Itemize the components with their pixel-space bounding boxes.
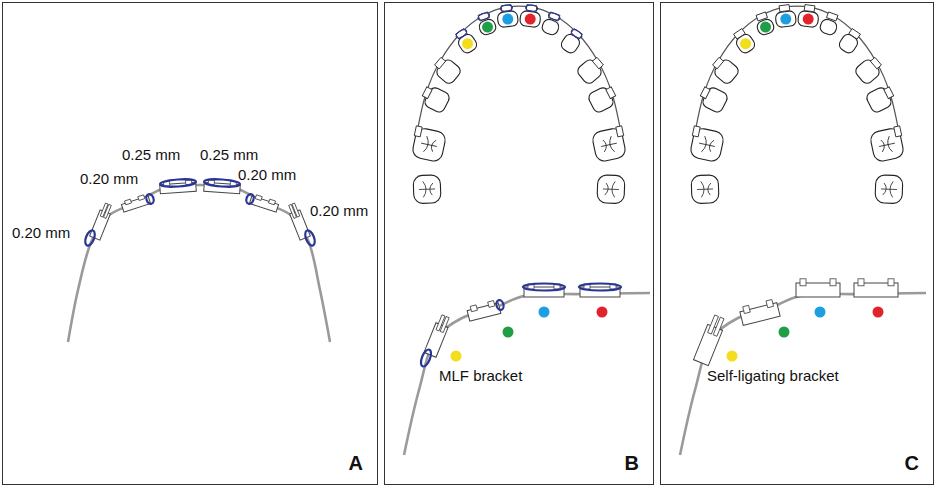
ligature [204, 178, 240, 187]
bracket [90, 202, 114, 240]
figure-panel: Self-ligating bracketC [660, 2, 934, 485]
bracket [287, 202, 311, 240]
dimension-label: 0.25 mm [200, 146, 258, 163]
arch-wire [68, 185, 330, 342]
panel-caption: MLF bracket [439, 367, 522, 384]
tooth [797, 10, 819, 27]
tooth [575, 57, 603, 85]
bracket [693, 314, 726, 366]
tooth [497, 10, 519, 27]
tooth-marker [597, 307, 608, 318]
arch-wire [404, 293, 650, 455]
dimension-label: 0.20 mm [80, 170, 138, 187]
tooth-marker [727, 351, 738, 362]
tooth-marker [803, 14, 814, 25]
tooth-marker [740, 38, 751, 49]
panel-letter: B [625, 452, 639, 475]
tooth [597, 175, 625, 204]
tooth-marker [462, 38, 473, 49]
bracket [739, 299, 780, 326]
ligature [160, 178, 196, 187]
tooth [865, 86, 893, 114]
dimension-label: 0.25 mm [122, 146, 180, 163]
tooth [712, 57, 740, 85]
tooth [775, 10, 797, 27]
tooth [691, 175, 719, 204]
figure-panel: MLF bracketB [384, 2, 654, 485]
dimension-label: 0.20 mm [310, 202, 368, 219]
tooth-marker [539, 307, 550, 318]
panel-caption: Self-ligating bracket [707, 367, 839, 384]
tooth [853, 57, 881, 85]
figure-panel: A [2, 2, 378, 485]
tooth-marker [525, 14, 536, 25]
dimension-label: 0.20 mm [12, 224, 70, 241]
tooth-marker [760, 22, 771, 33]
ligature [523, 284, 565, 291]
panel-letter: A [349, 452, 363, 475]
tooth [587, 86, 615, 114]
ligature [303, 229, 316, 247]
bracket [796, 279, 840, 297]
ligature [419, 348, 433, 368]
tooth [423, 86, 451, 114]
tooth-marker [451, 351, 462, 362]
tooth [413, 175, 441, 204]
tooth-marker [502, 14, 513, 25]
tooth-marker [503, 327, 514, 338]
tooth [701, 86, 729, 114]
tooth [434, 57, 462, 85]
tooth [875, 175, 903, 204]
ligature [579, 284, 621, 291]
ligature [145, 193, 155, 205]
ligature [245, 193, 255, 205]
panel-letter: C [905, 452, 919, 475]
bracket [580, 284, 620, 297]
tooth-marker [780, 14, 791, 25]
ligature [495, 299, 504, 310]
tooth [519, 10, 541, 27]
ligature [83, 229, 96, 247]
tooth-marker [779, 327, 790, 338]
tooth-marker [873, 307, 884, 318]
bracket [854, 279, 898, 297]
tooth-marker [815, 307, 826, 318]
bracket [524, 284, 564, 297]
arch-wire [680, 293, 926, 455]
bracket [424, 314, 452, 357]
dimension-label: 0.20 mm [238, 166, 296, 183]
tooth-marker [482, 22, 493, 33]
